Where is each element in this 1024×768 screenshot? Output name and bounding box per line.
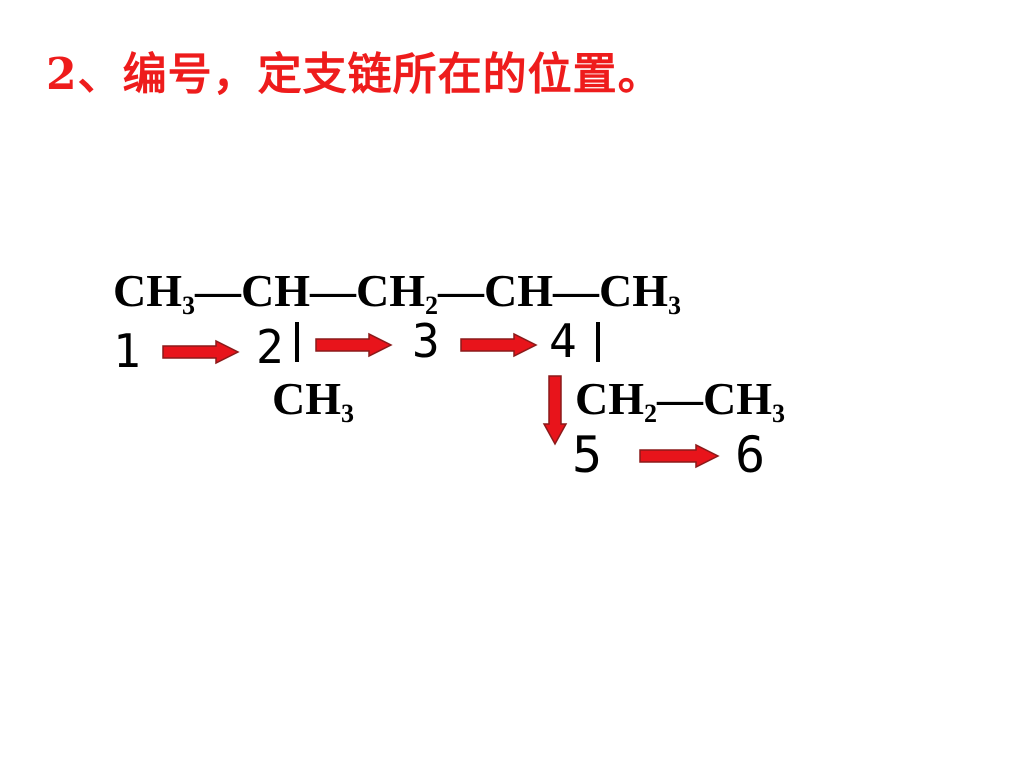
arrow-5-to-6-icon bbox=[639, 443, 720, 469]
arrow-group bbox=[162, 332, 720, 469]
number-1: 1 bbox=[113, 324, 141, 378]
branch-bond-left bbox=[295, 322, 299, 362]
arrow-4-to-5-icon bbox=[542, 375, 568, 446]
number-4: 4 bbox=[549, 314, 577, 368]
branch-bond-right bbox=[596, 322, 600, 362]
bond: — bbox=[310, 265, 356, 316]
number-5: 5 bbox=[572, 426, 603, 484]
arrow-1-to-2-icon bbox=[162, 339, 240, 365]
bond: — bbox=[553, 265, 599, 316]
number-2: 2 bbox=[256, 320, 284, 374]
carbon-5: CH3 bbox=[599, 265, 681, 320]
bond: — bbox=[657, 373, 703, 424]
carbon-branch-2: CH3 bbox=[703, 373, 785, 428]
main-chain: CH3—CH—CH2—CH—CH3 bbox=[113, 268, 681, 319]
number-3: 3 bbox=[412, 314, 440, 368]
bond: — bbox=[195, 265, 241, 316]
carbon-4: CH bbox=[484, 265, 553, 316]
carbon-3: CH2 bbox=[356, 265, 438, 320]
carbon-2: CH bbox=[241, 265, 310, 316]
number-6: 6 bbox=[735, 426, 766, 484]
arrow-2-to-3-icon bbox=[315, 332, 393, 358]
bond: — bbox=[438, 265, 484, 316]
arrow-3-to-4-icon bbox=[460, 332, 538, 358]
page-title: 2、编号，定支链所在的位置。 bbox=[46, 49, 663, 100]
branch-left: CH3 bbox=[272, 373, 354, 428]
carbon-1: CH3 bbox=[113, 265, 195, 320]
branch-right: CH2—CH3 bbox=[575, 376, 785, 427]
carbon-branch-1: CH2 bbox=[575, 373, 657, 428]
